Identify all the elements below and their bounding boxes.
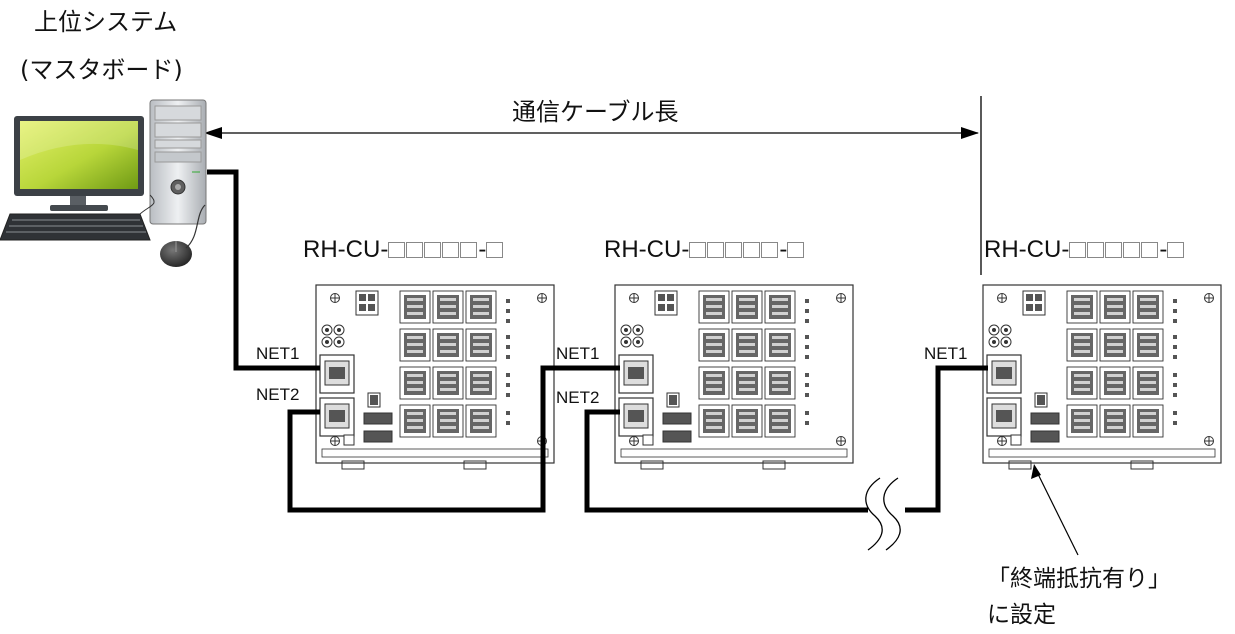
controller-unit-3	[982, 284, 1222, 470]
terminator-pointer	[1031, 464, 1079, 556]
host-pc-icon	[0, 99, 207, 267]
host-title-line2: (マスタボード)	[20, 56, 183, 84]
cable-length-label: 通信ケーブル長	[512, 98, 679, 126]
unit3-net1-label: NET1	[924, 344, 968, 363]
controller-unit-2	[614, 284, 854, 470]
model-suffix-placeholder	[787, 236, 805, 263]
model-code-placeholder	[1069, 236, 1159, 263]
unit1-net1-label: NET1	[256, 344, 300, 363]
model-code-placeholder	[388, 236, 478, 263]
unit3-model-label: RH-CU--	[984, 238, 1185, 262]
model-suffix-placeholder	[486, 236, 504, 263]
unit2-model-label: RH-CU--	[604, 238, 805, 262]
communication-cable	[207, 169, 988, 513]
terminator-note-line1: 「終端抵抗有り」	[987, 566, 1171, 592]
cable-length-dimension	[204, 96, 982, 275]
unit1-net2-label: NET2	[256, 385, 300, 404]
model-code-placeholder	[689, 236, 779, 263]
model-suffix-placeholder	[1167, 236, 1185, 263]
host-title-line1: 上位システム	[34, 8, 178, 36]
terminator-note-line2: に設定	[987, 602, 1056, 628]
unit1-model-label: RH-CU--	[303, 238, 504, 262]
unit2-net1-label: NET1	[556, 344, 600, 363]
unit2-net2-label: NET2	[556, 388, 600, 407]
cable-break-mark	[865, 477, 901, 551]
controller-unit-1	[315, 284, 555, 470]
